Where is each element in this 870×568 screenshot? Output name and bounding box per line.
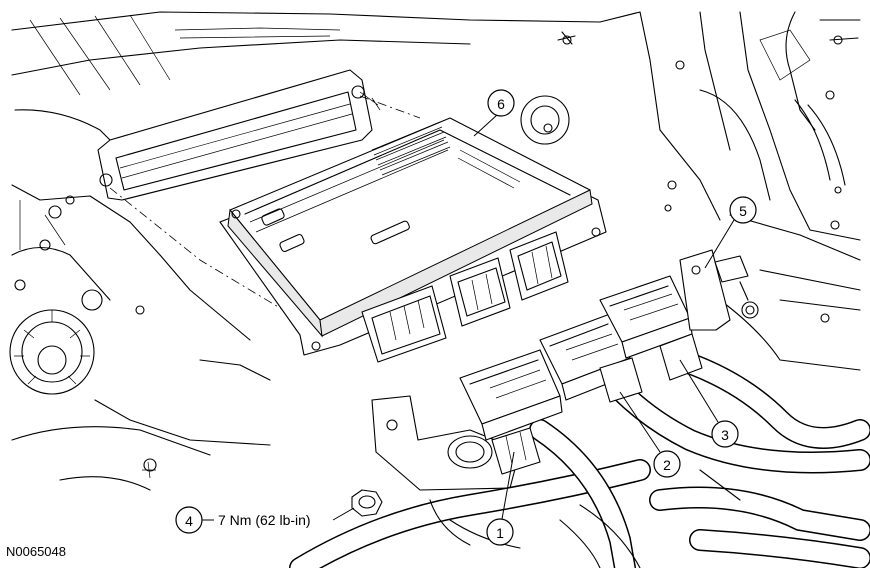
powertrain-control-module	[219, 117, 607, 363]
callout-5-number: 5	[739, 203, 747, 219]
figure-id: N0065048	[6, 544, 66, 559]
callout-6-number: 6	[497, 96, 505, 112]
speaker-grommet	[9, 309, 95, 395]
nut-fastener	[351, 489, 383, 517]
round-boss	[520, 95, 570, 145]
callout-1: 1	[486, 451, 515, 546]
wiring-harness	[289, 299, 870, 568]
callout-4-number: 4	[185, 513, 193, 529]
callout-6: 6	[473, 89, 515, 137]
pcm-connector-socket-2	[449, 257, 511, 327]
callout-5: 5	[704, 196, 757, 269]
harness-bracket	[679, 249, 759, 331]
callout-4: 4 7 Nm (62 lb-in)	[175, 506, 355, 534]
torque-spec-label: 7 Nm (62 lb-in)	[218, 512, 311, 528]
callout-2: 2	[619, 391, 681, 478]
electrical-connector-2	[539, 313, 643, 403]
mounting-frame-opening	[97, 69, 381, 201]
pcm-connector-socket-3	[509, 231, 569, 301]
electrical-connector-3	[599, 275, 703, 381]
callout-3: 3	[679, 359, 739, 448]
electrical-connector-1	[459, 349, 563, 475]
vehicle-body-structure	[9, 11, 861, 491]
pcm-connector-socket-1	[361, 285, 447, 363]
callout-3-number: 3	[721, 427, 729, 443]
callout-2-number: 2	[663, 457, 671, 473]
callout-1-number: 1	[496, 525, 504, 541]
